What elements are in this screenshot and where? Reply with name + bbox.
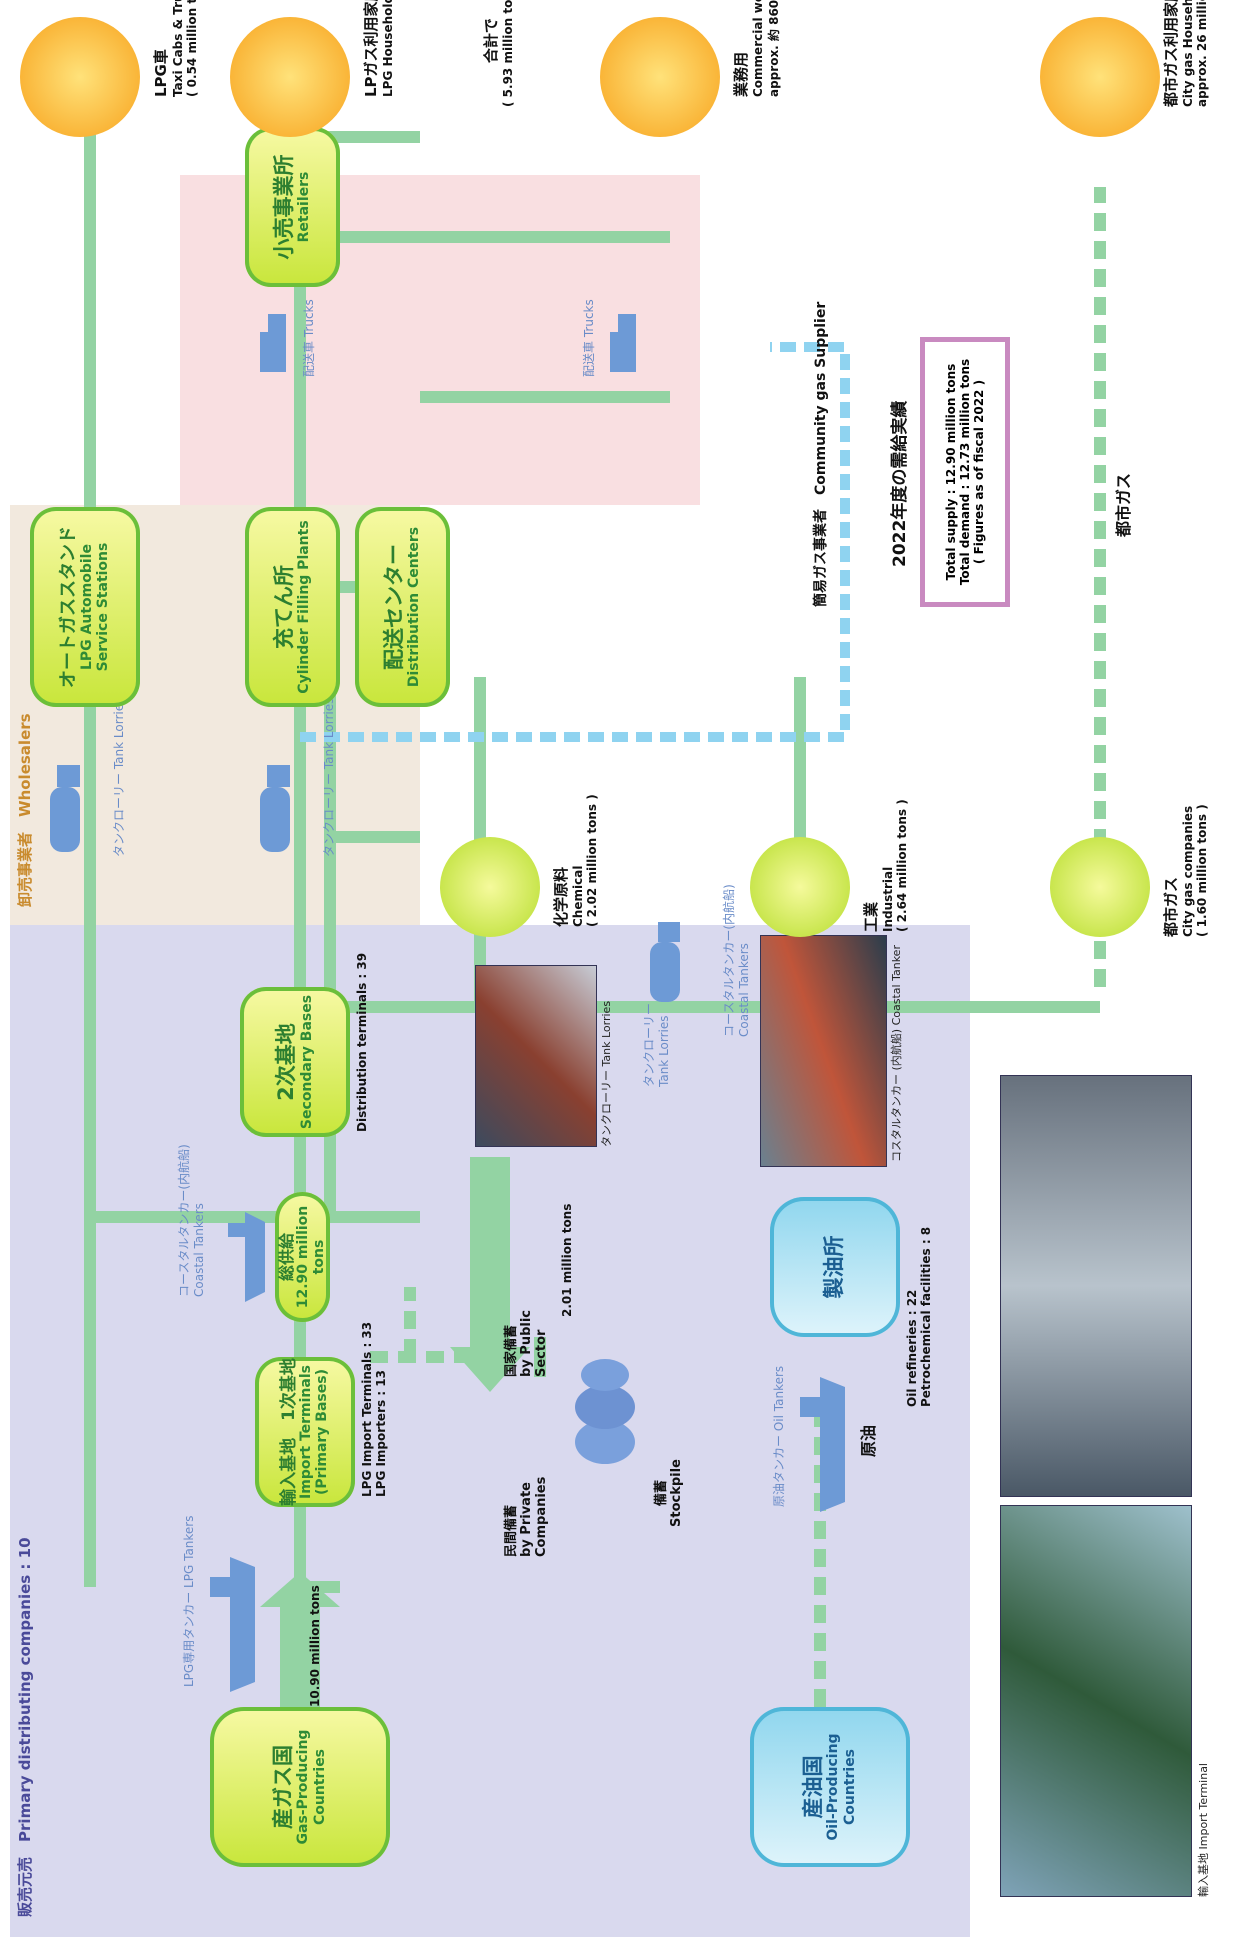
import-terminal-photo — [1000, 1505, 1192, 1897]
auto-gas-stations-node: オートガススタンド LPG Automobile Service Station… — [30, 507, 140, 707]
industrial-circle — [750, 837, 850, 937]
import-volume-label: 10.90 million tons — [308, 1585, 322, 1707]
chemical-circle — [440, 837, 540, 937]
tank-lorries-photo-caption: タンクローリー Tank Lorries — [600, 1000, 613, 1147]
truck-icon-bottom — [610, 314, 636, 372]
tank-lorries-bottom-label: タンクローリー Tank Lorries — [322, 697, 336, 857]
total-supply-node: 総供給 12.90 million tons — [275, 1192, 330, 1322]
coastal-tanker-mid-label: コースタルタンカー(内航船)Coastal Tankers — [722, 884, 751, 1037]
coastal-tanker-icon-left — [228, 1212, 265, 1302]
city-gas-line-label: 都市ガス — [1114, 472, 1133, 537]
trucks-top-label: 配送車 Trucks — [302, 299, 316, 377]
city-gas-household-circle — [1040, 17, 1160, 137]
refinery-volume-label: 2.01 million tons — [560, 1203, 574, 1317]
cylinder-filling-plants-node: 充てん所 Cylinder Filling Plants — [245, 507, 340, 707]
lpg-household-circle — [230, 17, 350, 137]
supply-demand-summary-box: Total supply : 12.90 million tons Total … — [920, 337, 1010, 607]
import-terminal-photo-caption: 輸入基地 Import Terminal — [1197, 1763, 1210, 1897]
crude-oil-label: 原油 — [859, 1424, 878, 1457]
coastal-tanker-label-left: コースタルタンカー(内航船)Coastal Tankers — [177, 1144, 206, 1297]
lpg-household-label: LPガス利用家庭 LPG Households : approx. 24 mil… — [362, 0, 395, 97]
oil-refinery-photo — [1000, 1075, 1192, 1497]
refinery-stats: Oil refineries : 22 Petrochemical facili… — [905, 1226, 933, 1407]
distribution-terminals-stat: Distribution terminals : 39 — [355, 952, 369, 1132]
tank-lorry-icon-bottom — [260, 765, 290, 852]
coastal-tanker-photo-caption: コスタルタンカー (内航船) Coastal Tanker — [890, 945, 903, 1162]
oil-tanker-label: 原油タンカー Oil Tankers — [772, 1365, 786, 1507]
oil-producing-countries-node: 産油国 Oil-Producing Countries — [750, 1707, 910, 1867]
stockpile-tanks-icon — [575, 1359, 635, 1464]
refinery-arrow — [450, 1157, 530, 1392]
distribution-centers-node: 配送センター Distribution Centers — [355, 507, 450, 707]
gas-producing-countries-node: 産ガス国 Gas-Producing Countries — [210, 1707, 390, 1867]
import-terminal-stats: LPG Import Terminals : 33 LPG Importers … — [360, 1321, 388, 1497]
lpg-tanker-icon — [210, 1557, 255, 1692]
tank-lorries-photo — [475, 965, 597, 1147]
trucks-bottom-label: 配送車 Trucks — [582, 299, 596, 377]
retailers-node: 小売事業所 Retailers — [245, 127, 340, 287]
summary-title: 2022年度の需給実績 — [890, 400, 910, 567]
tank-lorry-icon-top — [50, 765, 80, 852]
lpg-car-label: LPG車 Taxi Cabs & Trucks : approx. 180,00… — [152, 0, 199, 97]
truck-icon-top — [260, 314, 286, 372]
tank-lorries-top-label: タンクローリー Tank Lorries — [112, 697, 126, 857]
lpg-tanker-label: LPG専用タンカー LPG Tankers — [182, 1515, 196, 1688]
tank-lorry-icon-mid — [650, 922, 680, 1002]
community-gas-supplier-label: 簡易ガス事業者 Community gas Supplier — [813, 301, 829, 607]
coastal-tanker-photo — [760, 935, 887, 1167]
import-arrow — [260, 1572, 340, 1737]
refinery-node: 製油所 — [770, 1197, 900, 1337]
lpg-car-circle — [20, 17, 140, 137]
commercial-circle — [600, 17, 720, 137]
city-gas-circle — [1050, 837, 1150, 937]
oil-tanker-icon — [800, 1377, 845, 1512]
import-terminals-node: 輸入基地 1次基地 Import Terminals (Primary Base… — [255, 1357, 355, 1507]
total-consumption-label: 合計で( 5.93 million tons ) — [482, 0, 515, 107]
secondary-bases-node: 2次基地 Secondary Bases — [240, 987, 350, 1137]
